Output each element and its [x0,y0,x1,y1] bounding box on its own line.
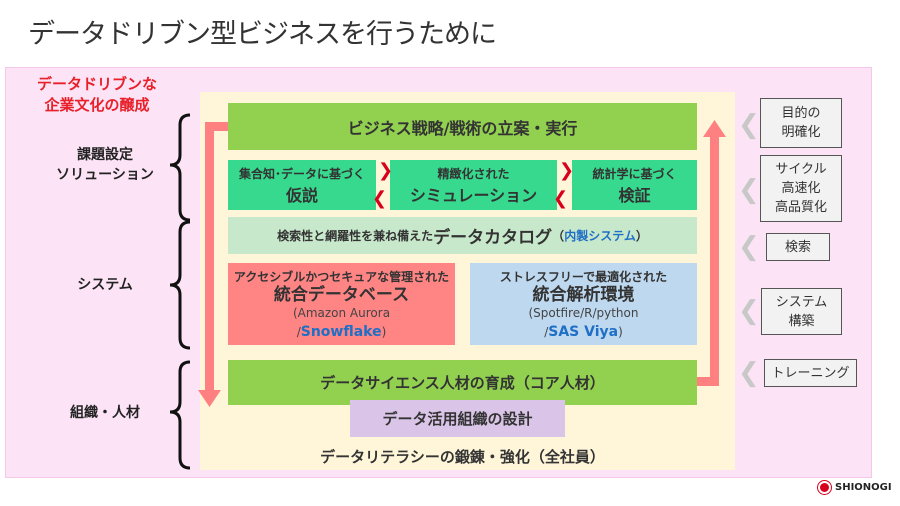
label-issue-1: 課題設定 [77,147,133,163]
database-highlight: Snowflake [300,323,382,340]
verification-sub: 統計学に基づく [592,166,677,181]
analysis-box: ストレスフリーで最適化された 統合解析環境 (Spotfire/R/python… [470,263,697,345]
catalog-close: ） [635,229,648,243]
culture-line-2: 企業文化の醸成 [44,96,150,114]
chevron-left-icon: ❮ [738,296,760,326]
hypothesis-main: 仮説 [285,185,318,205]
catalog-bar: 検索性と網羅性を兼ね備えた データカタログ （ 内製システム ） [228,217,697,254]
database-tools: (Amazon Aurora [292,305,391,320]
database-sub: アクセシブルかつセキュアな管理された [233,269,450,284]
right-box-search: 検索 [766,233,830,261]
simulation-sub: 精緻化された [437,166,510,181]
brace-issue [169,113,191,222]
culture-heading: データドリブンな 企業文化の醸成 [22,74,172,116]
right-box-system: システム構築 [761,288,842,335]
right-box-purpose: 目的の明確化 [760,98,842,148]
chevron-right-icon: ❯ [559,160,575,181]
analysis-main: 統合解析環境 [532,284,635,305]
cycle-arrows [198,120,726,407]
brace-system [169,220,191,350]
analysis-close: ) [618,324,623,339]
verification-box: 統計学に基づく 検証 [572,160,697,210]
analysis-highlight: SAS Viya [548,323,619,340]
logo-icon [818,481,831,494]
chevron-left-icon: ❮ [372,188,388,209]
catalog-open: （ [552,229,565,243]
label-issue-2: ソリューション [56,167,154,183]
catalog-prefix: 検索性と網羅性を兼ね備えた [277,229,434,243]
right-arrow-stub [685,377,719,386]
catalog-main: データカタログ [433,228,553,248]
analysis-tools: (Spotfire/R/python [528,305,639,320]
brace-group [169,113,191,470]
database-box: アクセシブルかつセキュアな管理された 統合データベース (Amazon Auro… [228,263,455,345]
hypothesis-sub: 集合知･データに基づく [238,166,365,181]
database-slash: / [296,324,301,339]
left-arrow-head [198,390,221,407]
right-box-cycle: サイクル高速化高品質化 [760,155,842,222]
strategy-bar: ビジネス戦略/戦術の立案・実行 [228,103,697,150]
analysis-slash: / [544,324,549,339]
database-main: 統合データベース [273,284,410,305]
right-box-text: 高品質化 [774,200,827,215]
left-arrow-stub [205,122,236,131]
label-issue: 課題設定 ソリューション [45,145,165,185]
right-box-training: トレーニング [764,359,857,387]
database-close: ) [381,324,387,339]
right-box-text: 目的の [781,106,821,121]
simulation-box: 精緻化された シミュレーション [390,160,557,210]
logo-text: SHIONOGI [835,482,892,493]
left-arrow-shaft [205,122,214,392]
right-box-text: 明確化 [781,125,821,140]
chevron-left-icon: ❮ [738,110,760,140]
talent-bar: データサイエンス人材の育成（コア人材） [228,360,697,405]
right-box-text: サイクル [775,162,827,177]
right-arrow-shaft [710,135,719,386]
right-box-text: 高速化 [781,181,821,196]
verification-main: 検証 [618,185,651,205]
right-arrow-head [703,120,726,137]
chevron-left-icon: ❮ [553,188,569,209]
slide-title: データドリブン型ビジネスを行うために [28,19,497,50]
catalog-inhouse: 内製システム [564,229,636,243]
label-system: システム [77,277,133,293]
brace-org [169,360,191,470]
right-box-text: トレーニング [771,365,850,381]
simulation-main: シミュレーション [409,185,538,205]
analysis-sub: ストレスフリーで最適化された [499,269,668,284]
literacy-text: データリテラシーの鍛錬・強化（全社員） [320,447,605,466]
org-design-box: データ活用組織の設計 [350,400,565,437]
culture-line-1: データドリブンな [36,75,157,93]
chevron-left-icon: ❮ [738,175,760,205]
label-org: 組織・人材 [70,405,140,421]
right-box-text: システム [775,294,828,310]
hypothesis-box: 集合知･データに基づく 仮説 [228,160,376,210]
chevron-left-icon: ❮ [738,232,760,262]
company-logo: SHIONOGI [818,481,892,494]
right-box-text: 構築 [788,313,815,329]
chevron-left-icon: ❮ [738,358,760,388]
right-box-text: 検索 [784,239,811,255]
chevron-right-icon: ❯ [378,160,394,181]
